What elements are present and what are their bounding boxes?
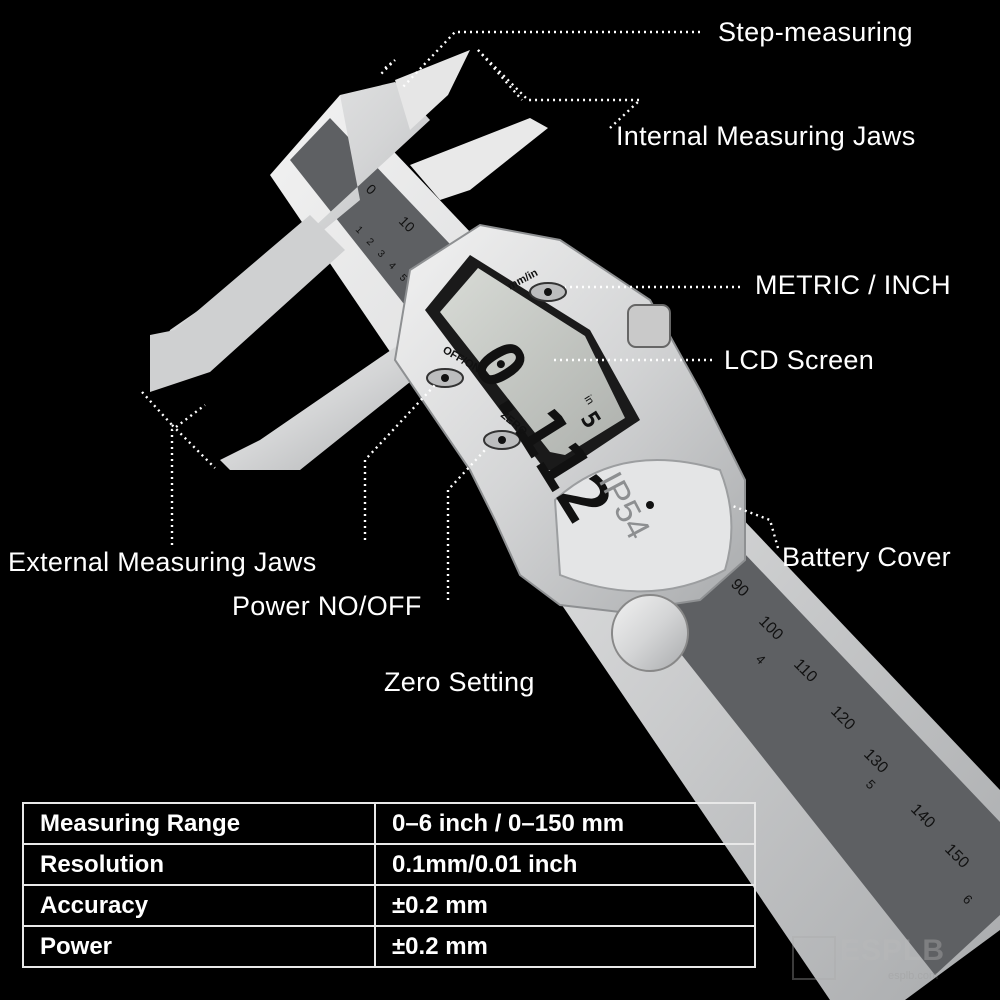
fixed-jaw	[150, 50, 470, 392]
spec-label: Resolution	[22, 843, 376, 886]
spec-table: Measuring Range 0–6 inch / 0–150 mm Reso…	[22, 802, 756, 968]
sliding-jaw	[220, 118, 548, 470]
callout-external-jaws: External Measuring Jaws	[8, 547, 317, 577]
spec-label: Measuring Range	[22, 802, 376, 845]
callout-zero-setting: Zero Setting	[384, 667, 535, 697]
table-row: Resolution 0.1mm/0.01 inch	[22, 843, 756, 886]
thumb-wheel[interactable]	[611, 594, 689, 672]
callout-step-measuring: Step-measuring	[718, 17, 913, 47]
spec-value: 0–6 inch / 0–150 mm	[374, 802, 756, 845]
callout-battery-cover: Battery Cover	[782, 542, 951, 572]
callout-metric-inch: METRIC / INCH	[755, 270, 951, 300]
callout-internal-jaws: Internal Measuring Jaws	[616, 121, 916, 151]
battery-cover	[553, 459, 733, 593]
spec-label: Accuracy	[22, 884, 376, 927]
logo-brand: ESPLB	[840, 934, 946, 967]
watermark-logo: ESPLB esplb.com	[792, 930, 992, 990]
spec-value: 0.1mm/0.01 inch	[374, 843, 756, 886]
table-row: Power ±0.2 mm	[22, 925, 756, 968]
callout-leaders	[141, 30, 780, 600]
spec-label: Power	[22, 925, 376, 968]
logo-mark	[792, 936, 836, 980]
table-row: Accuracy ±0.2 mm	[22, 884, 756, 927]
caliper-body	[393, 223, 746, 672]
callout-lcd-screen: LCD Screen	[724, 345, 875, 375]
lock-screw[interactable]	[627, 304, 671, 348]
spec-value: ±0.2 mm	[374, 884, 756, 927]
table-row: Measuring Range 0–6 inch / 0–150 mm	[22, 802, 756, 845]
logo-sub: esplb.com	[888, 970, 939, 982]
callout-power: Power NO/OFF	[232, 591, 422, 621]
spec-value: ±0.2 mm	[374, 925, 756, 968]
